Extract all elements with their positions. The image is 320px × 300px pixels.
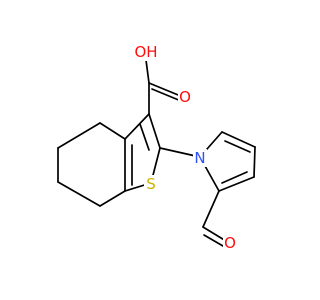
bond [57, 122, 101, 149]
bond [218, 176, 255, 192]
bond [99, 190, 126, 207]
bond [148, 82, 184, 98]
carbonyl-oxygen-label: O [179, 88, 191, 106]
bond [221, 131, 256, 148]
pyrrole-nitrogen-label: N [194, 149, 205, 167]
atom-labels: OH O N S O [133, 43, 237, 252]
bond [203, 234, 224, 247]
bonds [57, 59, 256, 247]
label-background [133, 43, 159, 61]
bond [145, 59, 150, 84]
bond [151, 88, 182, 102]
bond [148, 113, 161, 149]
label-background [193, 149, 207, 167]
bond [99, 122, 126, 140]
bond [124, 113, 150, 140]
aldehyde-oxygen-label: O [224, 234, 236, 252]
molecule-structure: OH O N S O [57, 43, 256, 252]
label-background [223, 234, 237, 252]
bond [57, 181, 101, 207]
bond [253, 146, 256, 178]
bond [202, 190, 220, 228]
bond [224, 140, 251, 153]
hydroxyl-oxygen-label: OH [134, 43, 157, 61]
bond [139, 123, 150, 151]
thiophene-sulfur-label: S [146, 175, 156, 193]
label-background [144, 175, 158, 193]
bond [202, 226, 227, 242]
bond [221, 171, 248, 184]
label-background [178, 88, 192, 106]
